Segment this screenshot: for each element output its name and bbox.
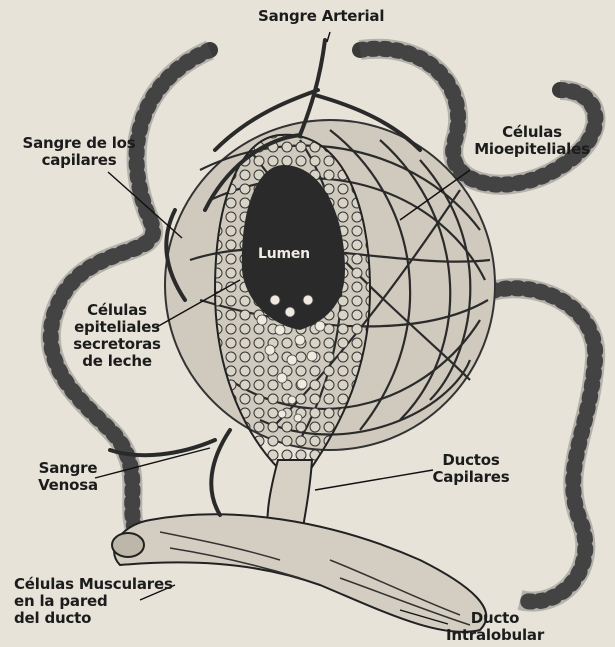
label-celulas-musculares: Células Musculares en la pared del ducto xyxy=(14,576,173,627)
label-epiteliales-line4: de leche xyxy=(62,353,172,370)
label-ductos-line1: Ductos xyxy=(426,452,516,469)
label-celulas-mioepiteliales: Células Mioepiteliales xyxy=(462,124,602,158)
label-venosa-line1: Sangre xyxy=(28,460,108,477)
label-ducto-intralobular: Ducto Intralobular xyxy=(440,610,550,644)
duct-opening xyxy=(112,533,144,557)
label-lumen: Lumen xyxy=(258,246,310,263)
label-sangre-venosa: Sangre Venosa xyxy=(28,460,108,494)
label-epiteliales-line2: epiteliales xyxy=(62,319,172,336)
label-sangre-capilares-line1: Sangre de los xyxy=(14,135,144,152)
label-venosa-line2: Venosa xyxy=(28,477,108,494)
label-intralobular-line1: Ducto xyxy=(440,610,550,627)
label-musculares-line3: del ducto xyxy=(14,610,173,627)
label-epiteliales-line3: secretoras xyxy=(62,336,172,353)
label-ductos-capilares: Ductos Capilares xyxy=(426,452,516,486)
label-mioepiteliales-line2: Mioepiteliales xyxy=(462,141,602,158)
label-mioepiteliales-line1: Células xyxy=(462,124,602,141)
label-sangre-arterial: Sangre Arterial xyxy=(258,8,384,25)
label-musculares-line1: Células Musculares xyxy=(14,576,173,593)
label-musculares-line2: en la pared xyxy=(14,593,173,610)
label-lumen-text: Lumen xyxy=(258,246,310,262)
label-ductos-line2: Capilares xyxy=(426,469,516,486)
label-celulas-epiteliales: Células epiteliales secretoras de leche xyxy=(62,302,172,370)
label-epiteliales-line1: Células xyxy=(62,302,172,319)
label-sangre-de-los-capilares: Sangre de los capilares xyxy=(14,135,144,169)
label-sangre-arterial-text: Sangre Arterial xyxy=(258,7,384,25)
label-intralobular-line2: Intralobular xyxy=(440,627,550,644)
label-sangre-capilares-line2: capilares xyxy=(14,152,144,169)
